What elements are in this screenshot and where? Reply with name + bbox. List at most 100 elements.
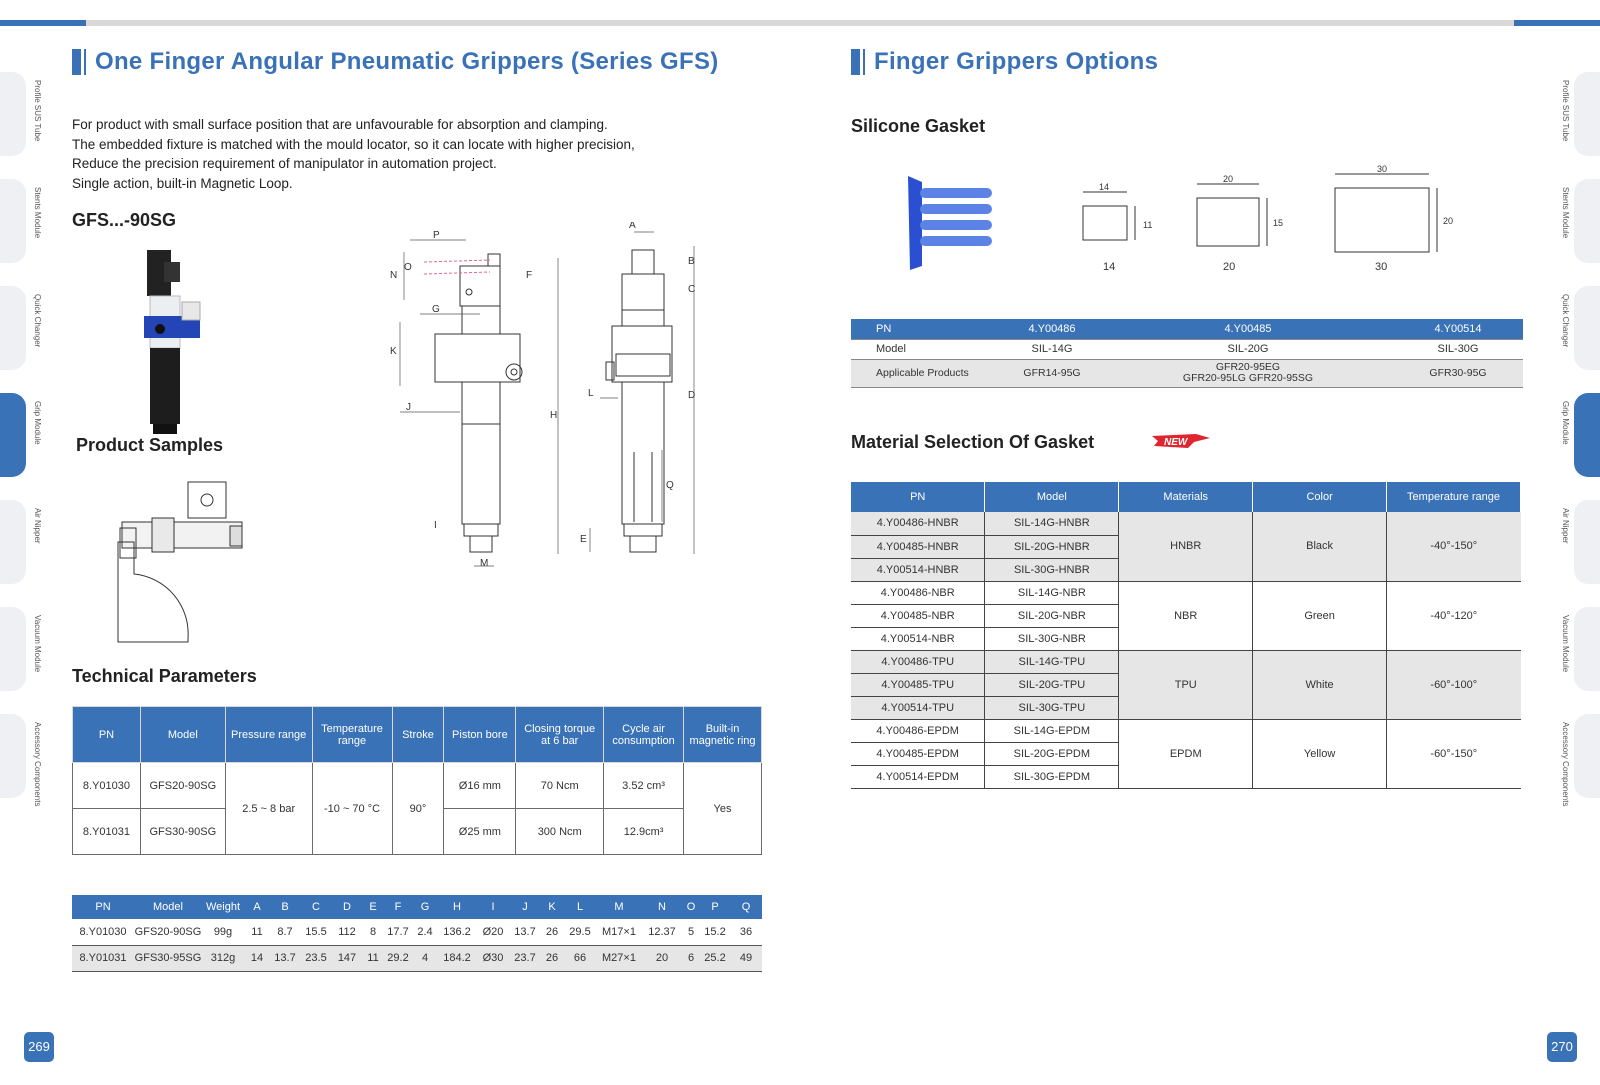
- page-number-left: 269: [24, 1032, 54, 1062]
- table-cell: 20: [642, 945, 682, 972]
- product-line: GFR30-95G: [1429, 366, 1487, 379]
- dim-label-j: J: [406, 402, 411, 413]
- col-header: Temperature range: [1386, 482, 1521, 512]
- side-tab[interactable]: [0, 286, 26, 370]
- tech-heading: Technical Parameters: [72, 666, 257, 686]
- table-cell: 14: [244, 945, 270, 972]
- table-cell: M17×1: [596, 919, 642, 946]
- dim-label-m: M: [480, 558, 488, 569]
- gasket-height-label: 11: [1143, 220, 1152, 230]
- table-cell: 4: [412, 945, 438, 972]
- product-line: GFR20-95EG: [1215, 361, 1281, 373]
- cell-pn: 4.Y00485-HNBR: [851, 535, 986, 559]
- silicone-gasket-table: PN 4.Y00486 4.Y00485 4.Y00514 Model SIL-…: [851, 319, 1523, 388]
- side-tab[interactable]: [0, 500, 26, 584]
- side-tab[interactable]: [1574, 714, 1600, 798]
- side-tab[interactable]: [0, 393, 26, 477]
- table-cell: 29.2: [384, 945, 412, 972]
- side-tab-label: Quick Changer: [1561, 294, 1570, 348]
- col-header: Color: [1252, 482, 1388, 512]
- table-cell: 15.2: [700, 919, 730, 946]
- gasket-caption: 30: [1375, 261, 1387, 273]
- intro-line: For product with small surface position …: [72, 117, 608, 132]
- col-header: B: [270, 895, 300, 919]
- col-header: I: [476, 895, 510, 919]
- side-tab[interactable]: [1574, 393, 1600, 477]
- gasket-size-drawings: 14 11 20 15 30 20 14 20 30: [1082, 164, 1453, 273]
- col-header: G: [412, 895, 438, 919]
- top-rule: [0, 20, 1600, 26]
- row-label: PN: [851, 319, 1001, 340]
- table-cell: Ø30: [476, 945, 510, 972]
- cell-air: 3.52 cm³: [603, 762, 685, 809]
- side-tab-label: Grip Module: [33, 401, 42, 445]
- intro-line: Reduce the precision requirement of mani…: [72, 156, 497, 171]
- title-marker-thin: [84, 49, 86, 75]
- gripper-photo: [144, 250, 201, 434]
- table-cell: 49: [730, 945, 762, 972]
- cell-model: SIL-30G: [1393, 339, 1523, 360]
- side-tab-label: Profile SUS Tube: [33, 80, 42, 142]
- col-header: Model: [139, 706, 226, 763]
- col-header: Temperature range: [311, 706, 393, 763]
- table-cell: 23.5: [300, 945, 332, 972]
- side-tab[interactable]: [0, 179, 26, 263]
- cell-pn: 8.Y01030: [72, 762, 141, 809]
- cell-temperature: -10 ~ 70 °C: [311, 762, 393, 855]
- cell-pn: 4.Y00486: [1001, 319, 1103, 340]
- cell-products: GFR14-95G: [1001, 359, 1103, 388]
- cell-pn: 4.Y00485: [1103, 319, 1393, 340]
- side-tab-label: Accessory Components: [33, 722, 42, 807]
- table-cell: 312g: [202, 945, 244, 972]
- dim-label-a: A: [629, 222, 636, 231]
- col-header: M: [596, 895, 642, 919]
- table-cell: 8.Y01030: [72, 919, 134, 946]
- intro-line: Single action, built-in Magnetic Loop.: [72, 175, 293, 191]
- table-cell: 15.5: [300, 919, 332, 946]
- cell-color: White: [1252, 650, 1388, 720]
- side-tab[interactable]: [1574, 286, 1600, 370]
- side-tab[interactable]: [1574, 179, 1600, 263]
- col-header: N: [642, 895, 682, 919]
- cell-temperature: -60°-100°: [1386, 650, 1521, 720]
- side-tab[interactable]: [0, 714, 26, 798]
- table-cell: 26: [540, 945, 564, 972]
- cell-pn: 4.Y00514-HNBR: [851, 558, 986, 582]
- side-tab-label: Profile SUS Tube: [1561, 80, 1570, 142]
- material-heading: Material Selection Of Gasket: [851, 432, 1095, 452]
- technical-parameters-table: PN Model Pressure range Temperature rang…: [72, 706, 762, 855]
- cell-pn: 4.Y00514: [1393, 319, 1523, 340]
- cell-model: SIL-14G-HNBR: [984, 512, 1120, 536]
- side-tab[interactable]: [1574, 607, 1600, 691]
- side-tab[interactable]: [1574, 72, 1600, 156]
- cell-pn: 8.Y01031: [72, 808, 141, 855]
- top-rule-accent-right: [1514, 20, 1600, 26]
- col-header: Weight: [202, 895, 244, 919]
- side-tab[interactable]: [0, 72, 26, 156]
- gasket-heading: Silicone Gasket: [851, 116, 986, 136]
- row-label: Applicable Products: [851, 359, 1001, 388]
- gasket-width-label: 14: [1099, 182, 1109, 192]
- cell-model: SIL-30G-EPDM: [984, 765, 1120, 789]
- table-cell: 13.7: [270, 945, 300, 972]
- cell-model: SIL-20G-HNBR: [984, 535, 1120, 559]
- col-header: Model: [134, 895, 202, 919]
- table-cell: 36: [730, 919, 762, 946]
- col-header: L: [564, 895, 596, 919]
- side-tab[interactable]: [1574, 500, 1600, 584]
- side-tab-label: Vacuum Module: [33, 615, 42, 673]
- side-tab-label: Grip Module: [1561, 401, 1570, 445]
- table-cell: 8.Y01031: [72, 945, 134, 972]
- cell-pn: 4.Y00486-EPDM: [851, 719, 986, 743]
- side-tab[interactable]: [0, 607, 26, 691]
- side-tab-label: Quick Changer: [33, 294, 42, 348]
- dim-label-c: C: [688, 284, 695, 295]
- cell-torque: 300 Ncm: [515, 808, 605, 855]
- gasket-width-label: 30: [1377, 164, 1387, 174]
